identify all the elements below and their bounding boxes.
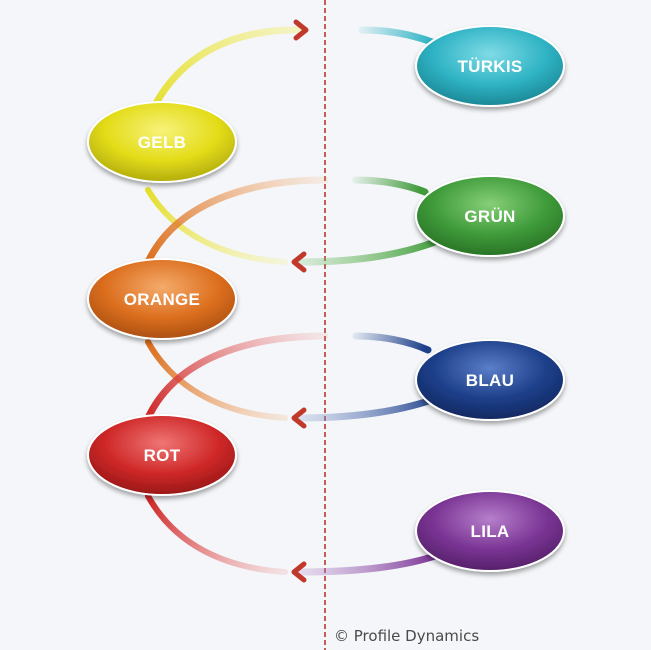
arc-gelb-down bbox=[145, 187, 288, 265]
arc-rot-down bbox=[145, 493, 288, 575]
arc-blau-bottom bbox=[296, 393, 444, 422]
node-gelb: GELB bbox=[87, 101, 237, 183]
arc-blau-top bbox=[352, 332, 432, 354]
chevron-left-icon bbox=[291, 251, 307, 273]
arc-tuerkis-left bbox=[358, 26, 436, 46]
node-orange-label: ORANGE bbox=[124, 290, 200, 309]
arc-gelb-to-top bbox=[146, 26, 309, 119]
node-lila-label: LILA bbox=[471, 522, 510, 541]
arc-rot-up bbox=[144, 332, 329, 422]
node-tuerkis: TÜRKIS bbox=[415, 25, 565, 107]
copyright-credit: © Profile Dynamics bbox=[334, 627, 480, 645]
node-gruen: GRÜN bbox=[415, 175, 565, 257]
arc-lila-left bbox=[296, 551, 442, 576]
chevron-right-icon bbox=[293, 19, 309, 41]
node-rot: ROT bbox=[87, 414, 237, 496]
node-orange: ORANGE bbox=[87, 258, 237, 340]
chevron-left-icon bbox=[291, 561, 307, 583]
node-gruen-label: GRÜN bbox=[464, 207, 515, 226]
chevron-left-icon bbox=[291, 407, 307, 429]
arc-gruen-bottom bbox=[296, 236, 444, 266]
arc-gruen-top bbox=[352, 176, 429, 196]
node-gelb-label: GELB bbox=[138, 133, 186, 152]
node-lila: LILA bbox=[415, 490, 565, 572]
arc-orange-down bbox=[145, 339, 288, 421]
node-rot-label: ROT bbox=[144, 446, 181, 465]
node-blau-label: BLAU bbox=[466, 371, 514, 390]
node-tuerkis-label: TÜRKIS bbox=[457, 57, 522, 76]
arrowheads bbox=[291, 19, 309, 583]
arc-orange-up bbox=[144, 176, 329, 266]
node-blau: BLAU bbox=[415, 339, 565, 421]
